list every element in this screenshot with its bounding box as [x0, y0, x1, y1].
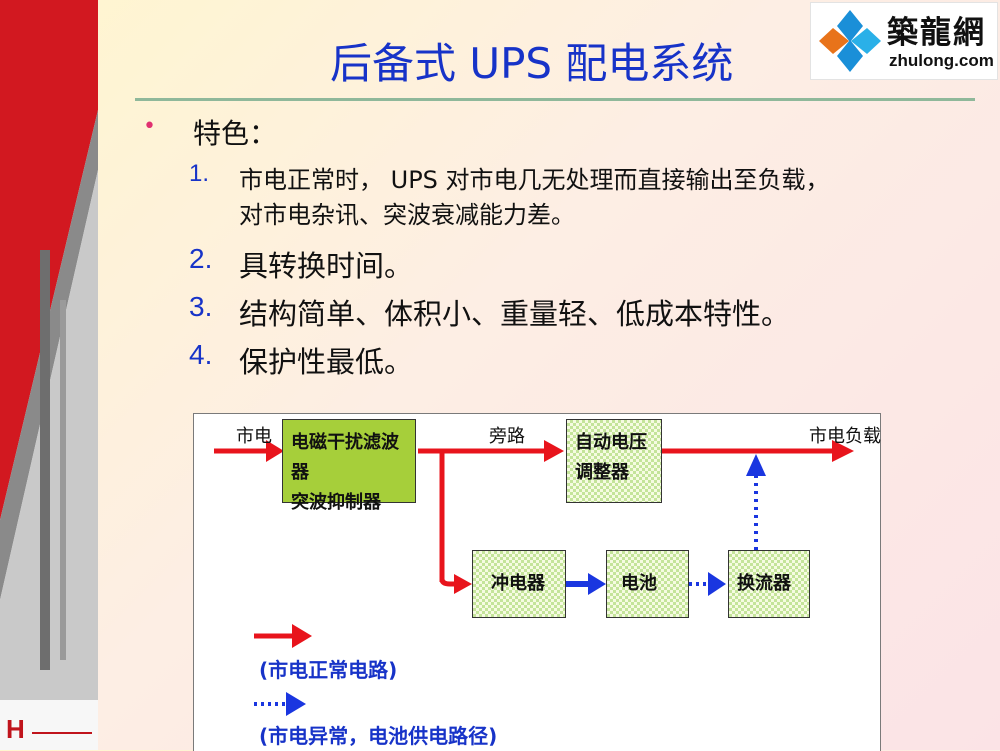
label-mains: 市电 [236, 426, 272, 447]
item-number: 2. [189, 243, 213, 274]
item-text-line: 市电正常时， UPS 对市电几无处理而直接输出至负载， [239, 166, 830, 194]
legend-normal-path: (市电正常电路) [259, 658, 398, 682]
feature-heading: 特色： [193, 117, 278, 150]
block-line: 调整器 [575, 462, 629, 483]
zhulong-logo: 築龍網 zhulong.com [810, 2, 998, 80]
block-inverter: 换流器 [728, 550, 810, 618]
block-line: 电池 [621, 573, 657, 594]
item-text: 保护性最低。 [239, 345, 414, 379]
block-line: 换流器 [737, 573, 791, 594]
legend-battery-path: (市电异常，电池供电路径) [259, 724, 498, 748]
label-bypass: 旁路 [489, 426, 525, 447]
block-emi-filter: 电磁干扰滤波器 突波抑制器 [282, 419, 416, 513]
ups-diagram: 市电 旁路 市电负载 电磁干扰滤波器 突波抑制器 自动电压 调整器 冲电器 电池… [193, 413, 881, 751]
bullet-dot-icon: • [143, 114, 156, 139]
block-charger: 冲电器 [472, 550, 566, 618]
block-line: 冲电器 [491, 573, 545, 594]
block-line: 自动电压 [575, 432, 647, 453]
label-load: 市电负载 [809, 426, 881, 447]
item-text-line: 对市电杂讯、突波衰减能力差。 [239, 201, 575, 229]
title-divider [135, 98, 975, 101]
block-voltage-regulator: 自动电压 调整器 [566, 419, 662, 503]
item-number: 4. [189, 339, 213, 370]
logo-diamond-icon [819, 10, 881, 72]
item-text: 具转换时间。 [239, 249, 414, 283]
block-line: 电磁干扰滤波器 [291, 432, 399, 483]
item-number: 3. [189, 291, 213, 322]
item-number: 1. [189, 160, 210, 187]
logo-url: zhulong.com [889, 51, 994, 70]
block-battery: 电池 [606, 550, 689, 618]
block-line: 突波抑制器 [291, 492, 381, 513]
svg-text:H: H [6, 714, 25, 744]
left-decor-band: H [0, 0, 98, 750]
page-title: 后备式 UPS 配电系统 [330, 39, 734, 88]
logo-name: 築龍網 [887, 15, 986, 51]
item-text: 结构简单、体积小、重量轻、低成本特性。 [239, 297, 791, 331]
diagram-connectors [214, 440, 854, 716]
